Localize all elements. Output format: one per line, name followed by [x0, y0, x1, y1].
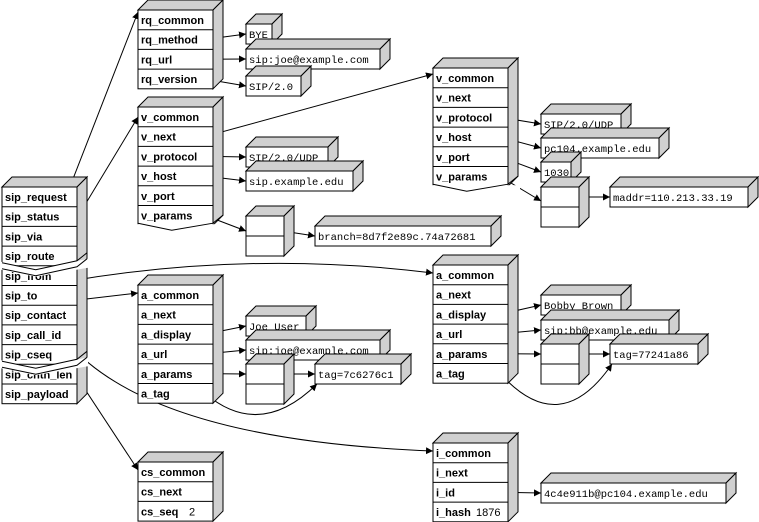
field-a-display: a_display — [141, 329, 192, 341]
field-a-params: a_params — [436, 349, 487, 361]
field-sip-to: sip_to — [5, 291, 38, 303]
from-param-node — [244, 352, 296, 406]
field-sip-payload: sip_payload — [5, 389, 69, 401]
field-i-hash: i_hash — [436, 507, 471, 519]
field-rq-version: rq_version — [141, 74, 198, 86]
field-a-url: a_url — [436, 329, 462, 341]
field-a-params: a_params — [141, 369, 192, 381]
arrow-v1-next — [204, 72, 434, 138]
rq-url-value-box: sip:joe@example.com — [244, 37, 392, 71]
to-tag-box: tag=77241a86 — [608, 332, 710, 366]
field-sip-call-id: sip_call_id — [5, 330, 61, 342]
field-i-common: i_common — [436, 448, 491, 460]
field-a-tag: a_tag — [436, 369, 465, 381]
arrow-from-tag — [204, 383, 318, 415]
field-sip-via: sip_via — [5, 231, 43, 243]
field-sip-contact: sip_contact — [5, 310, 66, 322]
call-id-value-box-text: 4c4e911b@pc104.example.edu — [544, 489, 708, 501]
field-v-port: v_port — [141, 191, 175, 203]
via1-host-box-text: sip.example.edu — [249, 177, 344, 189]
from-tag-box: tag=7c6276c1 — [313, 352, 413, 386]
cs-seq-value: 2 — [189, 506, 195, 518]
arrow-to-tag — [499, 363, 613, 405]
via1-host-box: sip.example.edu — [244, 159, 365, 193]
field-v-host: v_host — [141, 171, 177, 183]
rq-url-value-box-text: sip:joe@example.com — [249, 55, 369, 67]
field-v-common: v_common — [141, 112, 199, 124]
call-id-struct: i_common i_next i_id i_hash — [431, 431, 520, 522]
field-a-next: a_next — [141, 310, 176, 322]
to-tag-box-text: tag=77241a86 — [613, 350, 689, 362]
request-line-struct: rq_common rq_method rq_url rq_version — [136, 0, 224, 91]
via1-branch-box: branch=8d7f2e89c.74a72681 — [313, 214, 503, 248]
arrow-sip-call-id — [65, 340, 434, 455]
field-a-common: a_common — [436, 270, 494, 282]
field-a-display: a_display — [436, 309, 487, 321]
field-v-host: v_host — [436, 132, 472, 144]
field-cs-seq: cs_seq — [141, 506, 178, 518]
field-v-port: v_port — [436, 152, 470, 164]
version-value-box-text: SIP/2.0 — [249, 82, 293, 94]
field-v-next: v_next — [436, 93, 471, 105]
field-rq-url: rq_url — [141, 54, 172, 66]
via2-maddr-box: maddr=110.213.33.19 — [608, 175, 759, 209]
field-i-id: i_id — [436, 487, 455, 499]
field-sip-cseq: sip_cseq — [5, 350, 52, 362]
via-1-struct: v_common v_next v_protocol v_host v_port v_pa… — [136, 95, 225, 233]
field-a-common: a_common — [141, 290, 199, 302]
field-cs-next: cs_next — [141, 487, 182, 499]
via2-maddr-box-text: maddr=110.213.33.19 — [613, 193, 733, 205]
version-value-box: SIP/2.0 — [244, 64, 313, 98]
to-struct: a_common a_next a_display a_url a_params a_ta… — [431, 253, 520, 385]
from-struct: a_common a_next a_display a_url a_params a_ta… — [136, 273, 225, 405]
from-tag-box-text: tag=7c6276c1 — [318, 370, 394, 382]
via1-param-node — [244, 204, 296, 258]
via-2-struct: v_common v_next v_protocol v_host v_port v_pa… — [431, 56, 520, 194]
field-cs-common: cs_common — [141, 467, 205, 479]
field-rq-method: rq_method — [141, 35, 198, 47]
cseq-struct: cs_common cs_next cs_seq — [136, 450, 225, 522]
field-sip-status: sip_status — [5, 212, 59, 224]
i-hash-value: 1876 — [476, 507, 500, 519]
field-a-tag: a_tag — [141, 389, 170, 401]
field-rq-common: rq_common — [141, 15, 204, 27]
call-id-value-box: 4c4e911b@pc104.example.edu — [539, 471, 738, 505]
arrow-sip-from — [65, 262, 434, 283]
field-a-url: a_url — [141, 349, 167, 361]
field-v-params: v_params — [141, 211, 192, 223]
field-a-next: a_next — [436, 290, 471, 302]
field-i-next: i_next — [436, 468, 468, 480]
via2-param-node — [539, 175, 591, 229]
to-param-node — [539, 332, 591, 386]
field-sip-route: sip_route — [5, 251, 55, 263]
arrow-sip-request — [65, 11, 139, 198]
field-v-common: v_common — [436, 73, 494, 85]
field-sip-request: sip_request — [5, 192, 67, 204]
field-v-next: v_next — [141, 132, 176, 144]
via2-protocol-box: SIP/2.0/UDP — [539, 102, 633, 136]
field-v-protocol: v_protocol — [141, 151, 197, 163]
field-v-params: v_params — [436, 172, 487, 184]
sip-message-struct: sip_request sip_status sip_via sip_routesip… — [0, 175, 89, 405]
field-v-protocol: v_protocol — [436, 112, 492, 124]
via1-branch-box-text: branch=8d7f2e89c.74a72681 — [318, 232, 476, 244]
